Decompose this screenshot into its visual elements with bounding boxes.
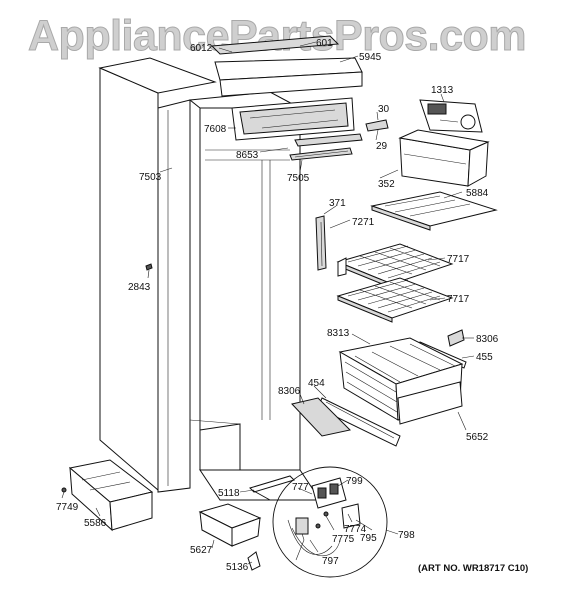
part-label-8313: 8313 [327, 328, 350, 339]
wire-shelf-lower [336, 277, 454, 323]
part-label-2843: 2843 [128, 282, 151, 293]
part-label-8653: 8653 [236, 150, 259, 161]
part-label-455: 455 [476, 352, 493, 363]
part-label-799: 799 [346, 476, 363, 487]
part-label-352: 352 [378, 179, 395, 190]
crisper-drawer [338, 337, 464, 425]
shelf-rail [315, 215, 327, 271]
part-label-30: 30 [378, 104, 390, 115]
control-housing [419, 99, 483, 133]
screw [61, 487, 67, 493]
part-label-5652: 5652 [466, 432, 489, 443]
part-label-7717-lower: 7717 [447, 294, 470, 305]
art-number: (ART NO. WR18717 C10) [418, 563, 528, 574]
part-label-29: 29 [376, 141, 388, 152]
part-label-7503: 7503 [139, 172, 162, 183]
watermark-text: AppliancePartsPros.com [28, 12, 526, 60]
part-label-7608: 7608 [204, 124, 227, 135]
part-label-5884: 5884 [466, 188, 489, 199]
detail-inset [272, 466, 388, 578]
part-label-797: 797 [322, 556, 339, 567]
part-label-795: 795 [360, 533, 377, 544]
part-label-5586: 5586 [84, 518, 107, 529]
part-label-777: 777 [292, 482, 309, 493]
part-label-7505: 7505 [287, 173, 310, 184]
part-label-371: 371 [329, 198, 346, 209]
part-label-5136: 5136 [226, 562, 249, 573]
dairy-bin [398, 129, 490, 187]
part-label-7775: 7775 [332, 534, 355, 545]
part-label-8306-left: 8306 [278, 386, 301, 397]
drain-pan [68, 459, 154, 532]
screw [145, 263, 153, 271]
part-label-5945: 5945 [359, 52, 382, 63]
part-label-454: 454 [308, 378, 325, 389]
part-label-5627: 5627 [190, 545, 213, 556]
part-label-7749: 7749 [56, 502, 79, 513]
part-label-5118: 5118 [218, 488, 240, 499]
leader-lines [61, 41, 475, 565]
part-label-7271: 7271 [352, 217, 375, 228]
part-label-1313: 1313 [431, 85, 454, 96]
bracket [365, 119, 389, 132]
light-shield-assembly [210, 35, 363, 161]
top-shelf [370, 191, 498, 231]
part-label-7774: 7774 [344, 524, 367, 535]
part-label-7717-upper: 7717 [447, 254, 470, 265]
part-label-798: 798 [398, 530, 415, 541]
drawer-slide-right [447, 329, 465, 347]
small-tray [198, 503, 262, 547]
clip [247, 551, 261, 571]
part-label-8306-right: 8306 [476, 334, 499, 345]
drawer-cover [291, 397, 352, 437]
wire-shelf-upper [336, 243, 454, 289]
part-label-6012: 6012 [190, 43, 213, 54]
part-label-601: 601 [316, 38, 333, 49]
